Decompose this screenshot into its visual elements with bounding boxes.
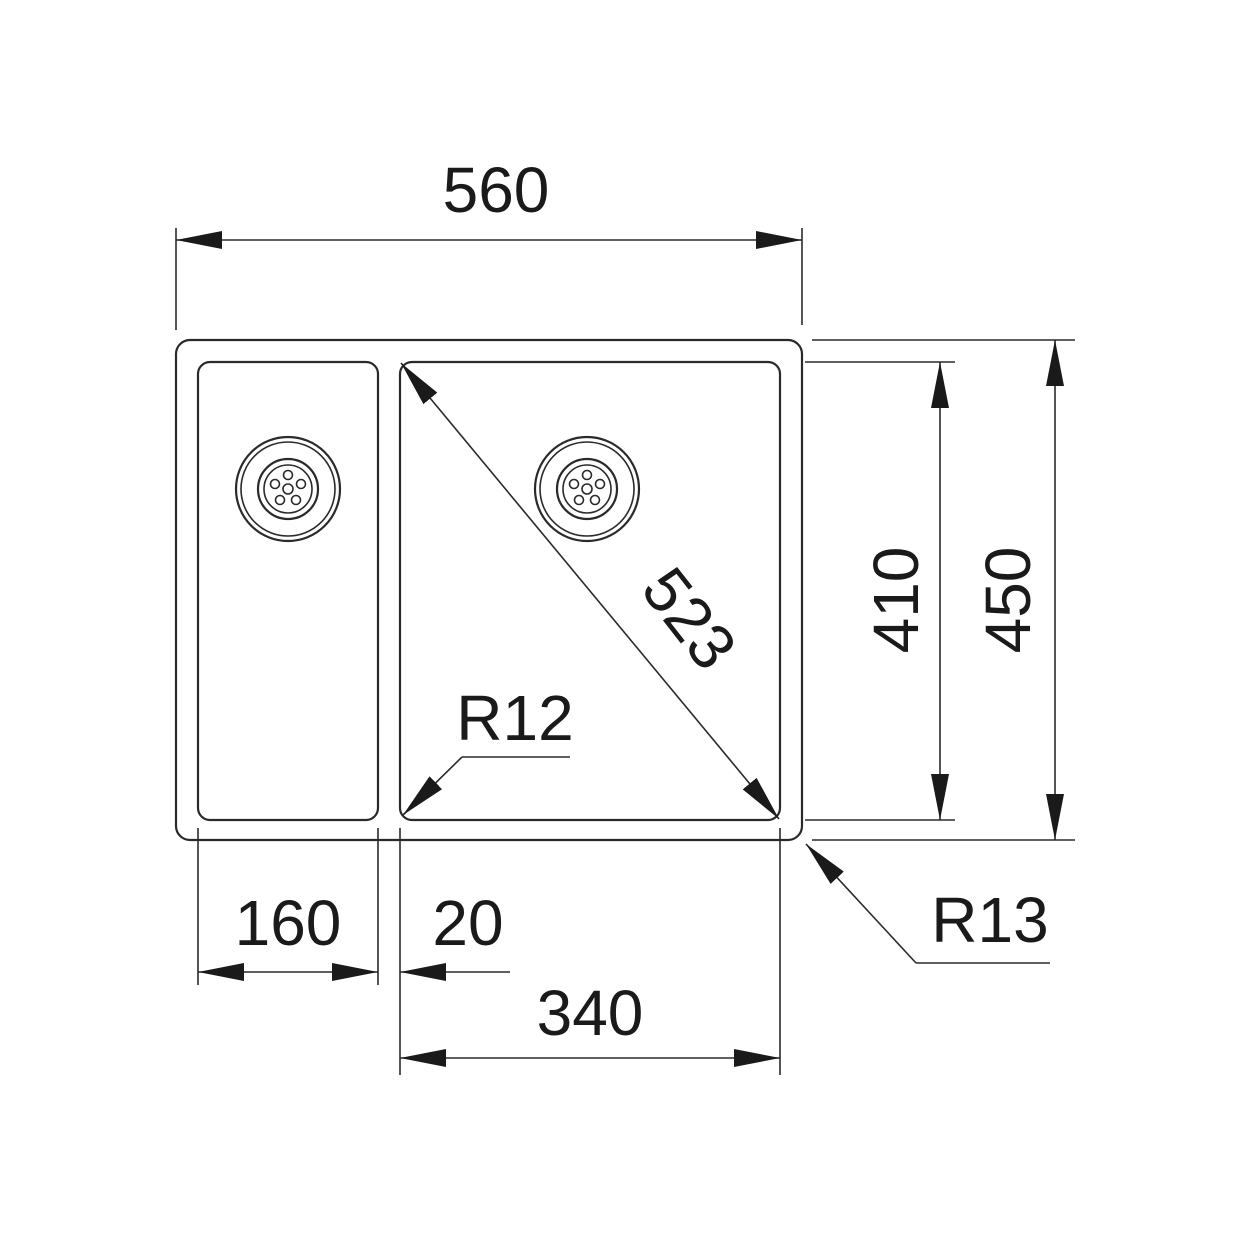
small-bowl-width-dimension: 160 (198, 887, 378, 981)
bowl-depth-label: 410 (860, 547, 932, 654)
outer-radius-callout: R13 (805, 843, 1050, 964)
inner-radius-callout: R12 (402, 682, 574, 816)
inner-radius-label: R12 (456, 682, 573, 754)
diagonal-label: 523 (628, 554, 750, 682)
overall-depth-label: 450 (972, 547, 1044, 654)
bowl-depth-dimension: 410 (805, 361, 955, 821)
large-bowl-width-dimension: 340 (400, 977, 780, 1067)
outer-radius-label: R13 (931, 884, 1048, 956)
drain-icon (234, 435, 342, 543)
small-bowl-width-label: 160 (235, 887, 342, 959)
large-bowl-outline (398, 360, 782, 822)
drain-icon (533, 435, 641, 543)
sink-outer-outline (174, 338, 804, 842)
large-bowl-width-label: 340 (537, 977, 644, 1049)
overall-depth-dimension: 450 (812, 339, 1075, 841)
overall-width-label: 560 (443, 154, 550, 226)
overall-width-dimension: 560 (175, 154, 803, 330)
divider-width-dimension: 20 (400, 887, 510, 981)
divider-width-label: 20 (432, 887, 503, 959)
small-bowl-outline (196, 360, 380, 822)
